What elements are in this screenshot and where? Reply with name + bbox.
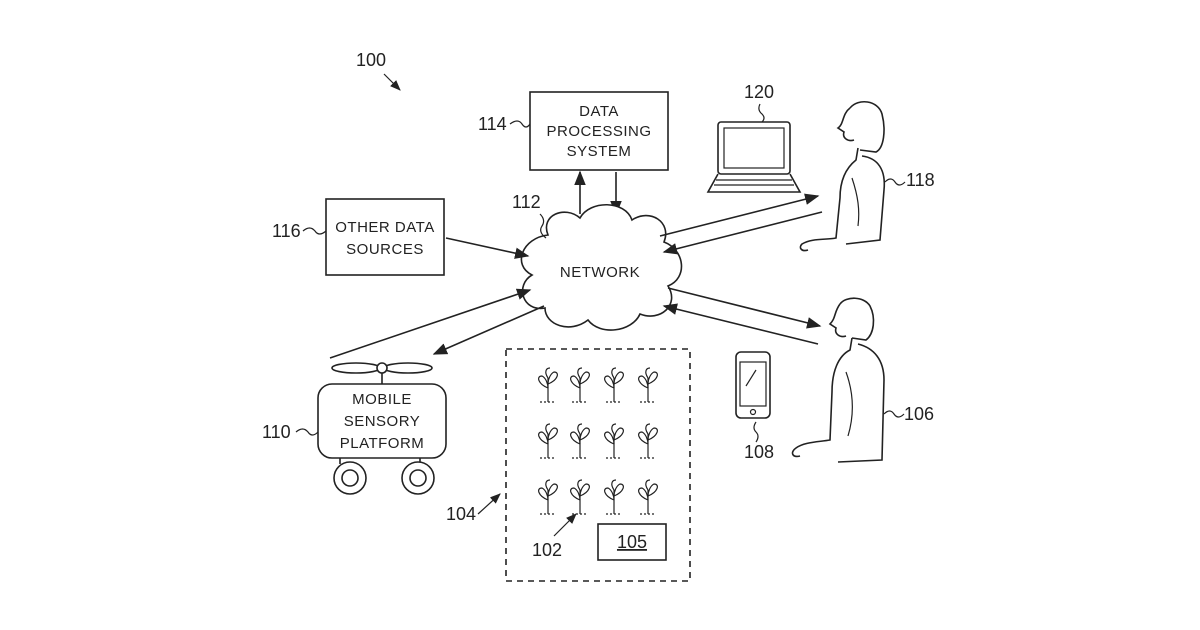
plants-ref-leader xyxy=(554,514,576,536)
man-ref-label: 106 xyxy=(904,404,934,424)
woman-to-network-arrow xyxy=(664,212,822,252)
plant-icon xyxy=(571,368,590,402)
network-cloud: NETWORK xyxy=(521,205,681,330)
network-ref-label: 112 xyxy=(512,192,541,212)
ods-ref-label: 116 xyxy=(272,221,301,241)
plant-grid xyxy=(539,368,658,514)
mobile-sensory-platform: MOBILE SENSORY PLATFORM xyxy=(318,363,446,494)
field-ref-leader xyxy=(478,494,500,514)
phone-ref-label: 108 xyxy=(744,442,774,462)
plant-icon xyxy=(539,424,558,458)
phone-icon xyxy=(736,352,770,418)
plant-icon xyxy=(605,480,624,514)
plant-icon xyxy=(539,368,558,402)
network-to-woman-arrow xyxy=(660,196,818,236)
ods-line-1: OTHER DATA xyxy=(335,219,434,236)
sensor-ref-label: 105 xyxy=(617,532,647,552)
dps-line-1: DATA xyxy=(579,103,619,120)
plant-icon xyxy=(639,480,658,514)
ods-line-2: SOURCES xyxy=(346,241,424,258)
woman-user-icon xyxy=(800,102,884,251)
phone-ref-leader xyxy=(754,422,758,442)
laptop-ref-label: 120 xyxy=(744,82,774,102)
woman-ref-leader xyxy=(885,179,905,185)
msp-ref-label: 110 xyxy=(262,422,291,442)
main-ref-arrow xyxy=(384,74,400,90)
other-data-sources: OTHER DATA SOURCES xyxy=(326,199,444,275)
msp-line-1: MOBILE xyxy=(352,391,412,408)
plant-icon xyxy=(639,368,658,402)
main-ref-label: 100 xyxy=(356,50,386,70)
msp-line-2: SENSORY xyxy=(344,413,421,430)
dps-ref-leader xyxy=(510,121,530,127)
plant-icon xyxy=(571,480,590,514)
laptop-icon xyxy=(708,122,800,192)
plant-icon xyxy=(605,424,624,458)
dps-ref-label: 114 xyxy=(478,114,507,134)
ods-ref-leader xyxy=(303,228,326,234)
plant-icon xyxy=(605,368,624,402)
network-ref-leader xyxy=(540,214,546,238)
man-to-network-arrow xyxy=(664,306,818,344)
plant-icon xyxy=(571,424,590,458)
laptop-ref-leader xyxy=(759,104,764,122)
plant-icon xyxy=(639,424,658,458)
dps-line-2: PROCESSING xyxy=(546,123,651,140)
network-label: NETWORK xyxy=(560,264,640,281)
platform-to-network-arrow xyxy=(330,290,530,358)
data-processing-system: DATA PROCESSING SYSTEM xyxy=(530,92,668,170)
plant-icon xyxy=(539,480,558,514)
ods-to-network-arrow xyxy=(446,238,528,256)
man-ref-leader xyxy=(884,411,904,417)
network-to-platform-arrow xyxy=(434,306,544,354)
plants-ref-label: 102 xyxy=(532,540,562,560)
woman-ref-label: 118 xyxy=(906,170,935,190)
dps-line-3: SYSTEM xyxy=(567,143,632,160)
msp-ref-leader xyxy=(296,429,318,435)
field-ref-label: 104 xyxy=(446,504,476,524)
network-to-man-arrow xyxy=(668,288,820,326)
msp-line-3: PLATFORM xyxy=(340,435,425,452)
